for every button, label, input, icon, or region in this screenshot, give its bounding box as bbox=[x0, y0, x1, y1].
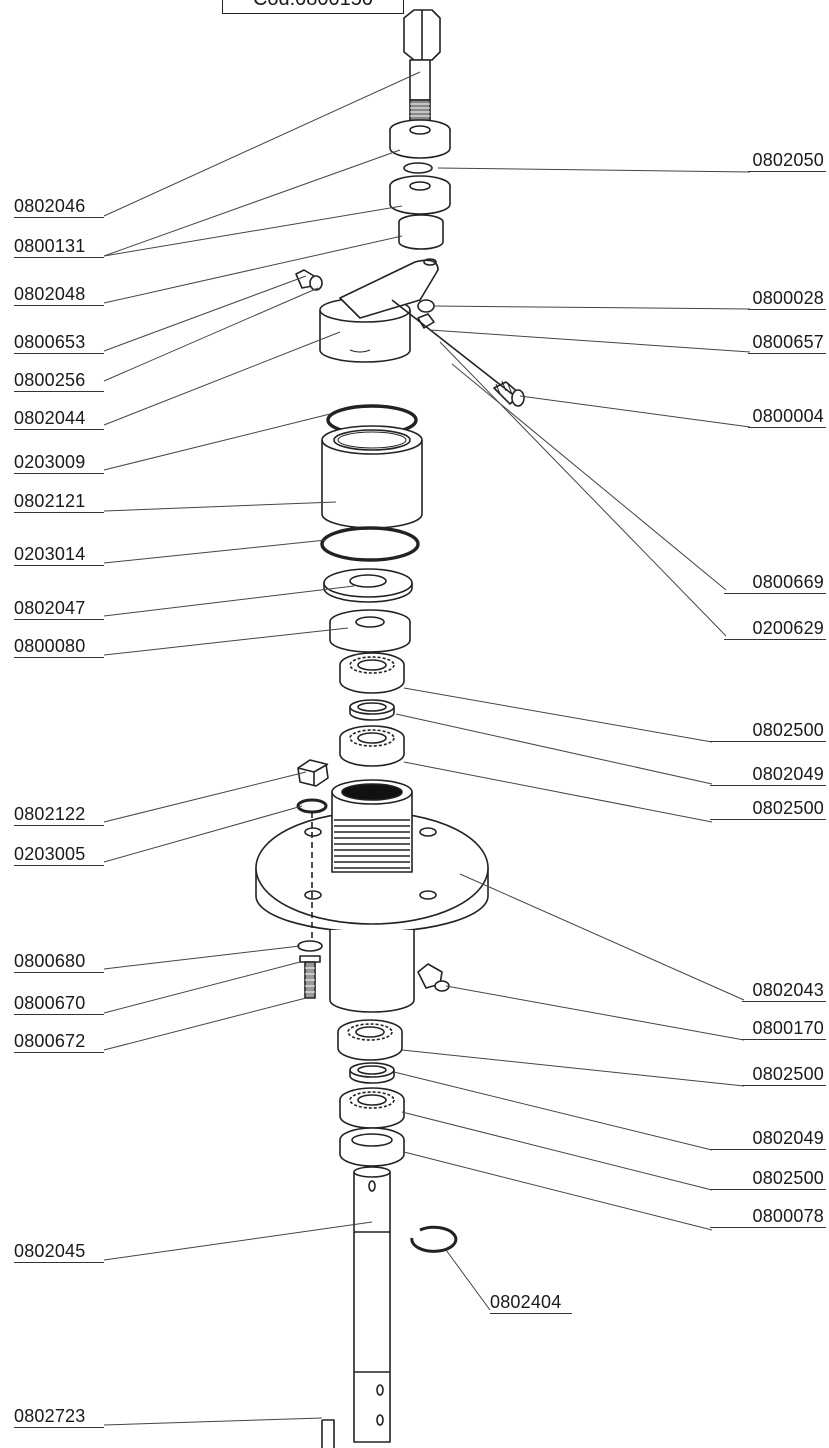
label-0802500-b: 0802500 bbox=[710, 798, 826, 820]
upper-washer-part bbox=[389, 119, 451, 159]
key-part bbox=[321, 1419, 335, 1448]
label-0800131: 0800131 bbox=[14, 236, 104, 258]
label-0800657: 0800657 bbox=[748, 332, 826, 354]
retaining-ring-part bbox=[339, 1127, 405, 1167]
hex-bolt-part bbox=[403, 9, 441, 123]
bolt-assembly-part bbox=[297, 940, 323, 999]
label-0802046: 0802046 bbox=[14, 196, 104, 218]
label-0802500-d: 0802500 bbox=[710, 1168, 826, 1190]
label-0802049-b: 0802049 bbox=[710, 1128, 826, 1150]
label-0802050: 0802050 bbox=[748, 150, 826, 172]
circlip-part bbox=[410, 1225, 458, 1253]
label-0802045: 0802045 bbox=[14, 1241, 104, 1263]
set-screw-part bbox=[295, 269, 323, 291]
label-0802049-a: 0802049 bbox=[710, 764, 826, 786]
label-0802122: 0802122 bbox=[14, 804, 104, 826]
drawing-code-title: Cod.0800150 bbox=[222, 0, 404, 14]
bearing-lower-a-part bbox=[337, 1019, 403, 1061]
bushing-part bbox=[398, 214, 444, 250]
label-0800680: 0800680 bbox=[14, 951, 104, 973]
label-0800670: 0800670 bbox=[14, 993, 104, 1015]
shaft-part bbox=[353, 1166, 391, 1443]
shim-ring-lower-part bbox=[349, 1062, 395, 1084]
spacer-ring-part bbox=[403, 162, 433, 174]
label-0203005: 0203005 bbox=[14, 844, 104, 866]
bearing-lower-b-part bbox=[339, 1087, 405, 1129]
label-0802043: 0802043 bbox=[742, 980, 826, 1002]
label-0800028: 0800028 bbox=[748, 288, 826, 310]
lower-washer-part bbox=[389, 175, 451, 215]
label-0802500-c: 0802500 bbox=[742, 1064, 826, 1086]
side-screw-part bbox=[493, 380, 525, 407]
flange-body-part bbox=[255, 779, 489, 1013]
o-ring-small-part bbox=[296, 798, 328, 814]
bearing-upper-part bbox=[339, 652, 405, 694]
label-0800669: 0800669 bbox=[724, 572, 826, 594]
label-0800256: 0800256 bbox=[14, 370, 104, 392]
leader-lines bbox=[103, 71, 751, 1426]
o-ring-lower-part bbox=[320, 526, 420, 562]
label-0800078: 0800078 bbox=[710, 1206, 826, 1228]
label-0802044: 0802044 bbox=[14, 408, 104, 430]
label-0203014: 0203014 bbox=[14, 544, 104, 566]
label-0203009: 0203009 bbox=[14, 452, 104, 474]
label-0200629: 0200629 bbox=[724, 618, 826, 640]
threaded-sleeve-part bbox=[321, 425, 423, 529]
label-0800004: 0800004 bbox=[748, 406, 826, 428]
grease-nipple-part bbox=[417, 963, 450, 992]
label-0802404: 0802404 bbox=[490, 1292, 572, 1314]
pin-part bbox=[417, 299, 435, 329]
label-0800170: 0800170 bbox=[742, 1018, 826, 1040]
shim-ring-upper-part bbox=[349, 699, 395, 721]
label-0802723: 0802723 bbox=[14, 1406, 104, 1428]
label-0800672: 0800672 bbox=[14, 1031, 104, 1053]
label-0802121: 0802121 bbox=[14, 491, 104, 513]
rod-part bbox=[391, 299, 513, 395]
label-0800080: 0800080 bbox=[14, 636, 104, 658]
lever-housing-part bbox=[319, 258, 439, 363]
label-0802500-a: 0802500 bbox=[710, 720, 826, 742]
bearing-middle-part bbox=[339, 725, 405, 767]
label-0802047: 0802047 bbox=[14, 598, 104, 620]
hex-nut-part bbox=[297, 759, 329, 787]
thick-washer-part bbox=[329, 609, 411, 653]
flat-washer-part bbox=[323, 568, 413, 603]
label-0800653: 0800653 bbox=[14, 332, 104, 354]
label-0802048: 0802048 bbox=[14, 284, 104, 306]
